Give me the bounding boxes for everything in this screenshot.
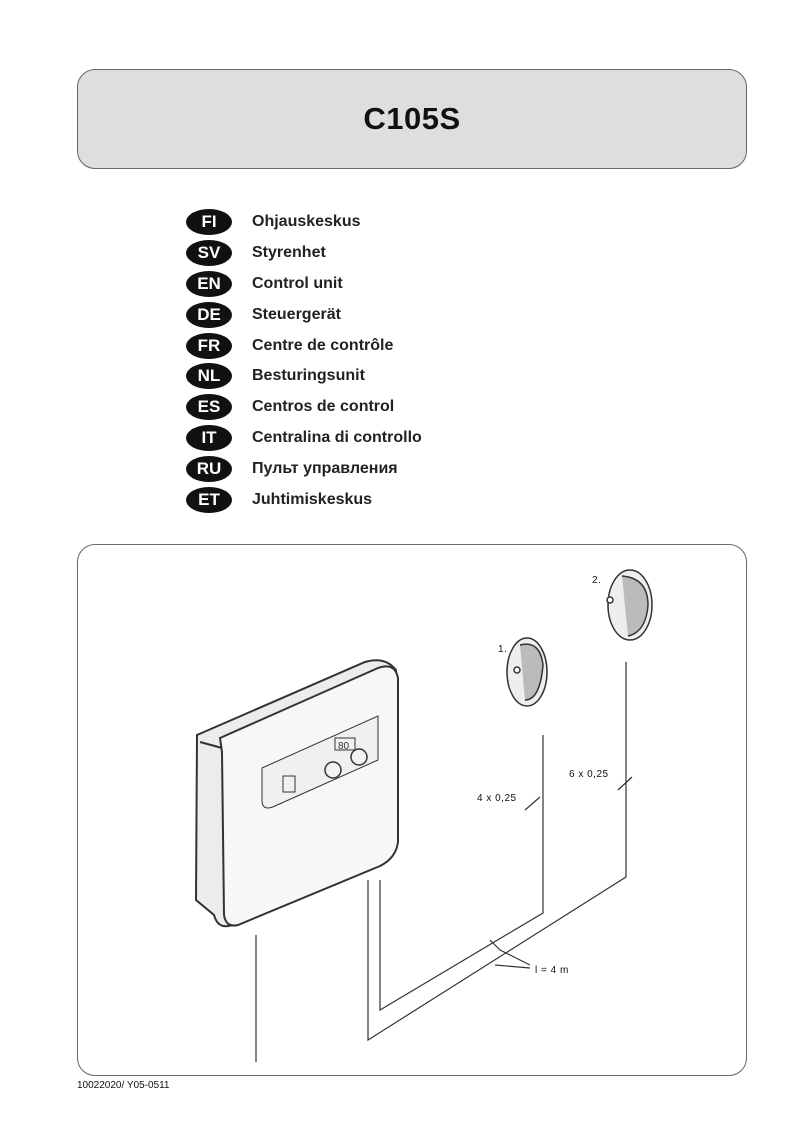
cable-2-spec: 6 x 0,25 bbox=[569, 769, 609, 780]
language-item: NL Besturingsunit bbox=[186, 361, 422, 392]
language-title: Ohjauskeskus bbox=[252, 213, 361, 231]
language-title: Пульт управления bbox=[252, 459, 398, 477]
figure-frame bbox=[77, 544, 747, 1076]
language-code-badge: EN bbox=[186, 270, 232, 297]
language-item: ET Juhtimiskeskus bbox=[186, 484, 422, 515]
language-code-badge: ES bbox=[186, 394, 232, 421]
language-item: EN Control unit bbox=[186, 269, 422, 300]
language-title: Centre de contrôle bbox=[252, 336, 394, 354]
language-code-badge: NL bbox=[186, 363, 232, 390]
language-title: Styrenhet bbox=[252, 244, 326, 262]
language-item: ES Centros de control bbox=[186, 392, 422, 423]
sensor-2-illustration bbox=[606, 569, 653, 641]
language-item: DE Steuergerät bbox=[186, 299, 422, 330]
language-title: Centros de control bbox=[252, 398, 395, 416]
language-title: Control unit bbox=[252, 274, 343, 292]
title-box: C105S bbox=[77, 69, 747, 169]
language-item: FR Centre de contrôle bbox=[186, 330, 422, 361]
language-code-badge: DE bbox=[186, 301, 232, 328]
language-title: Besturingsunit bbox=[252, 367, 365, 385]
language-code-badge: ET bbox=[186, 486, 232, 513]
display-readout: 80 bbox=[338, 741, 350, 752]
language-code-badge: IT bbox=[186, 424, 232, 451]
language-code-badge: FI bbox=[186, 209, 232, 236]
language-item: FI Ohjauskeskus bbox=[186, 207, 422, 238]
language-list: FI Ohjauskeskus SV Styrenhet EN Control uni… bbox=[186, 207, 422, 515]
language-title: Steuergerät bbox=[252, 305, 341, 323]
sensor-1-label: 1. bbox=[498, 644, 508, 655]
cable-1-spec: 4 x 0,25 bbox=[477, 793, 517, 804]
language-title: Juhtimiskeskus bbox=[252, 490, 373, 508]
control-unit-illustration bbox=[194, 659, 399, 928]
document-code: 10022020/ Y05-0511 bbox=[77, 1080, 170, 1091]
language-code-badge: FR bbox=[186, 332, 232, 359]
sensor-1-illustration bbox=[506, 637, 548, 707]
sensor-2-label: 2. bbox=[592, 575, 602, 586]
language-item: RU Пульт управления bbox=[186, 453, 422, 484]
language-item: IT Centralina di controllo bbox=[186, 423, 422, 454]
page-title: C105S bbox=[363, 101, 461, 136]
language-title: Centralina di controllo bbox=[252, 428, 422, 446]
cable-length: l = 4 m bbox=[535, 965, 569, 976]
language-code-badge: RU bbox=[186, 455, 232, 482]
language-item: SV Styrenhet bbox=[186, 238, 422, 269]
language-code-badge: SV bbox=[186, 240, 232, 267]
cable-lines bbox=[255, 662, 633, 1062]
